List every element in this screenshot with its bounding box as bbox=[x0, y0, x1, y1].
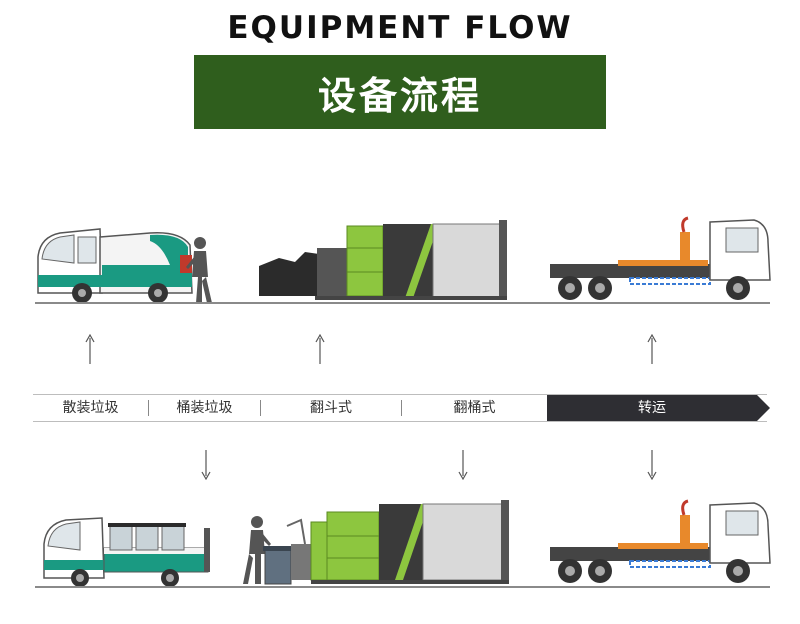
step-active-arrow-shape bbox=[547, 395, 770, 421]
title-chinese-banner: 设备流程 bbox=[194, 55, 606, 129]
electric-collection-vehicle-top bbox=[37, 228, 212, 303]
step-transfer-active: 转运 bbox=[547, 395, 770, 421]
down-arrow-3 bbox=[647, 450, 657, 480]
hook-lift-truck-top bbox=[550, 216, 771, 300]
step-separator bbox=[401, 400, 402, 416]
process-bar-top-line bbox=[33, 394, 767, 395]
bin-tipper-compactor-bottom bbox=[243, 500, 509, 585]
ground-line-bottom bbox=[35, 586, 770, 588]
title-chinese: 设备流程 bbox=[317, 73, 482, 118]
title-english: EQUIPMENT FLOW bbox=[227, 10, 573, 46]
down-arrow-2 bbox=[458, 450, 468, 480]
process-bar-bottom-line bbox=[33, 421, 767, 422]
up-arrow-1 bbox=[85, 334, 95, 364]
ground-line-top bbox=[35, 302, 770, 304]
electric-bin-vehicle-bottom bbox=[43, 517, 210, 587]
up-arrow-3 bbox=[647, 334, 657, 364]
step-separator bbox=[260, 400, 261, 416]
tipper-compactor-top bbox=[259, 220, 507, 300]
down-arrow-1 bbox=[201, 450, 211, 480]
up-arrow-2 bbox=[315, 334, 325, 364]
step-transfer-label: 转运 bbox=[638, 400, 666, 416]
step-tipper: 翻斗式 bbox=[310, 400, 352, 416]
hook-lift-truck-bottom bbox=[550, 499, 771, 583]
step-bin-garbage: 桶装垃圾 bbox=[176, 400, 233, 416]
step-separator bbox=[148, 400, 149, 416]
step-bulk-garbage: 散装垃圾 bbox=[62, 400, 119, 416]
step-bin-tipper: 翻桶式 bbox=[453, 400, 496, 416]
